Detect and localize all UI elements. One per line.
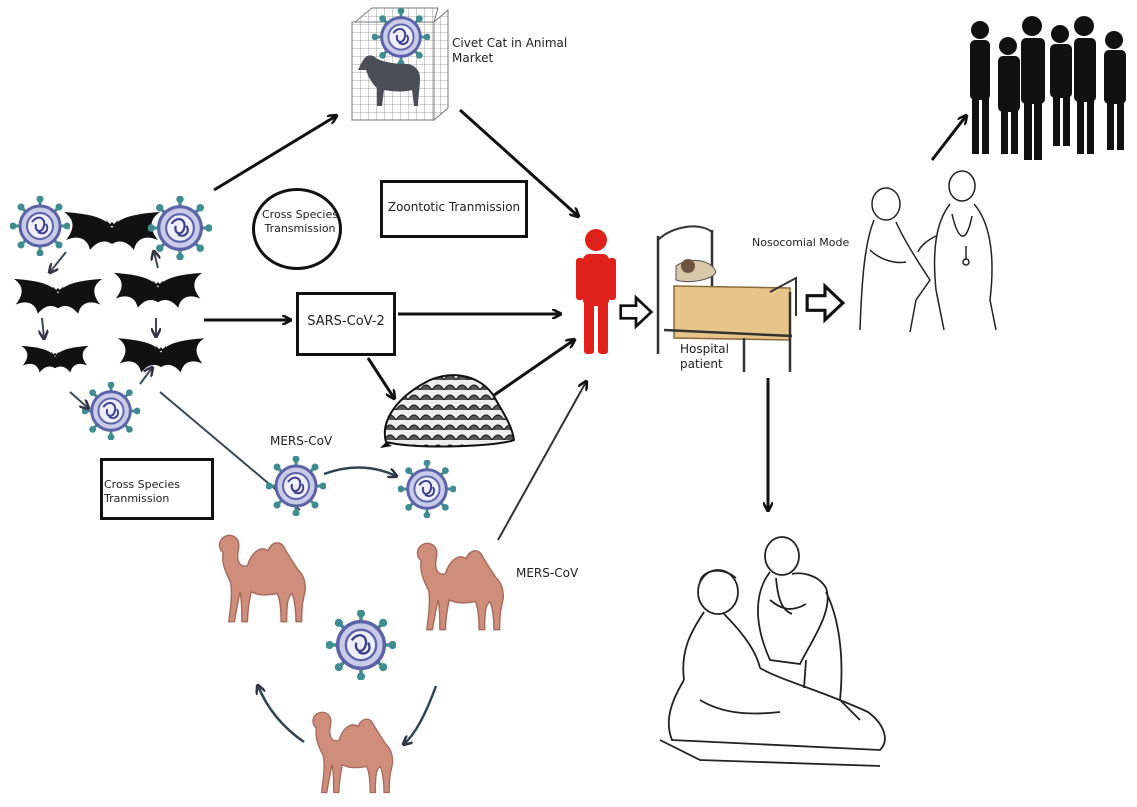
cross-species-top-label: Cross Species Transmission: [262, 208, 338, 235]
pangolin-icon: [380, 374, 516, 448]
bat-icon: [113, 272, 203, 308]
nosocomial-label: Nosocomial Mode: [752, 236, 850, 249]
doctor-consultation-icon: [859, 170, 997, 333]
virus-icon: [372, 8, 430, 66]
cross-species-bottom-label: Cross Species Tranmission: [104, 478, 180, 505]
camel-icon: [218, 534, 307, 623]
sars-box: [296, 292, 396, 356]
zoonotic-label: Zoontotic Tranmission: [387, 200, 521, 214]
bat-icon: [21, 345, 89, 373]
virus-icon: [82, 382, 140, 440]
hollow-arrow-icon: [619, 296, 653, 328]
hospital-patient-label: Hospital patient: [680, 342, 729, 371]
virus-icon: [148, 196, 212, 260]
virus-icon: [266, 456, 326, 516]
bat-icon: [64, 212, 160, 250]
bat-icon: [117, 338, 205, 373]
virus-icon: [398, 460, 456, 518]
hospital-bed-icon: [656, 225, 797, 372]
transmission-arrows: [204, 108, 966, 541]
camel-icon: [416, 542, 505, 631]
camel-icon: [312, 711, 394, 794]
zoonotic-box: [380, 180, 528, 238]
bat-icon: [13, 278, 103, 314]
mers-right-label: MERS-CoV: [516, 566, 579, 580]
virus-icon: [326, 610, 396, 680]
virus-icon: [10, 196, 70, 256]
doctor-patient-icon: [659, 536, 886, 767]
hollow-arrow-icon: [805, 284, 845, 322]
cross-species-box: [100, 458, 214, 520]
civet-icon: [358, 55, 420, 106]
human-icon: [576, 229, 616, 354]
mers-top-label: MERS-CoV: [270, 434, 333, 448]
sars-label: SARS-CoV-2: [307, 314, 385, 329]
cross-species-oval: [252, 188, 342, 270]
crowd-icon: [970, 16, 1126, 160]
civet-label: Civet Cat in Animal Market: [452, 36, 568, 65]
